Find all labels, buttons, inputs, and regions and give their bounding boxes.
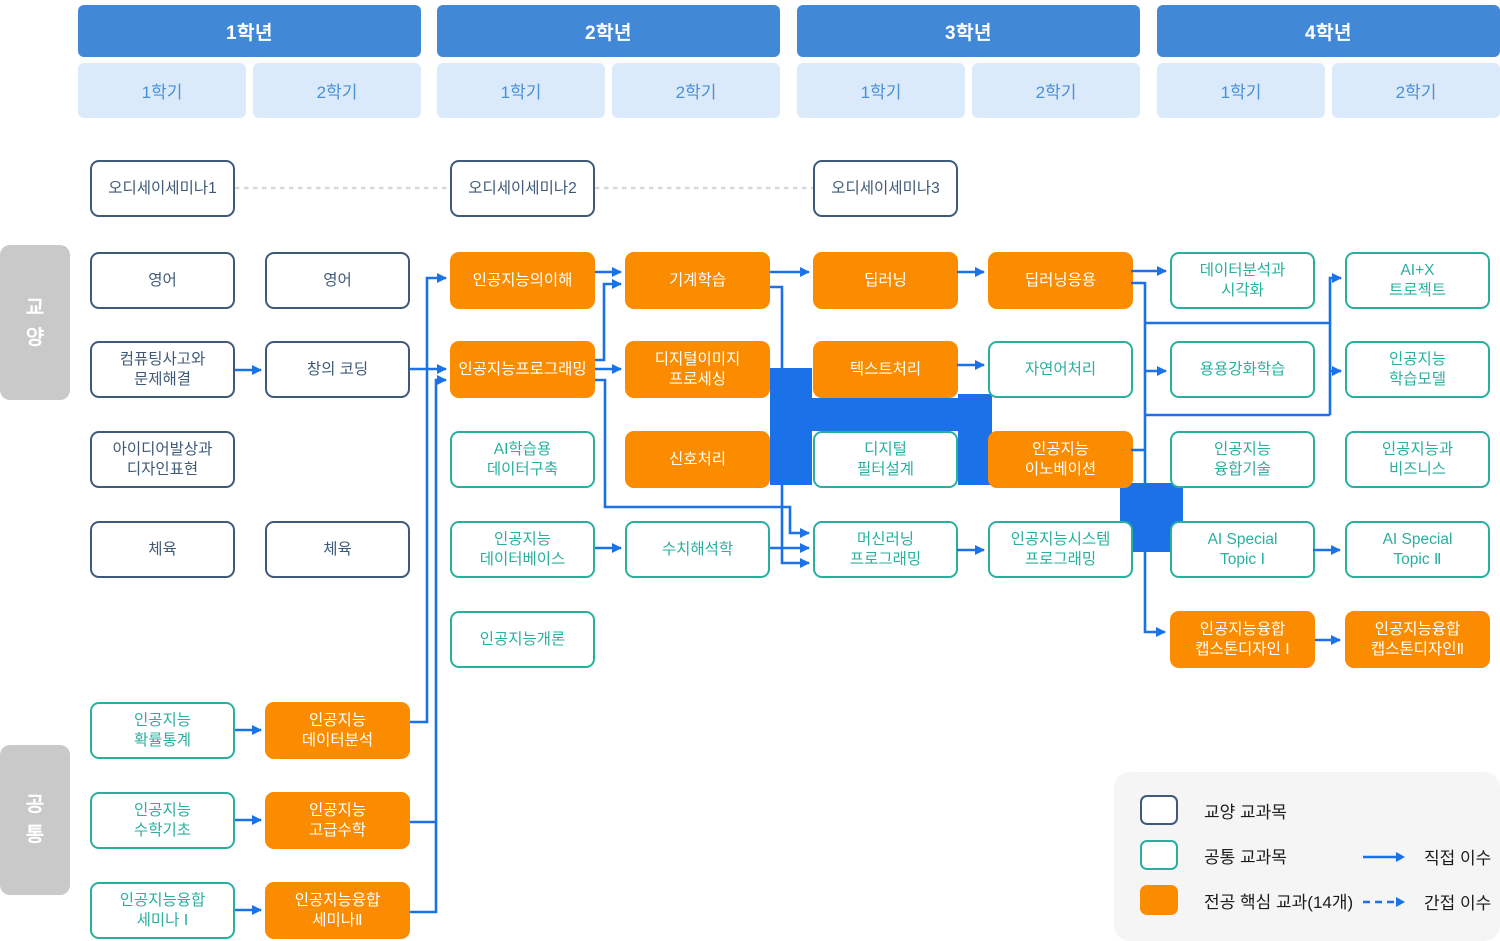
course-deep_learning: 딥러닝 <box>813 252 958 309</box>
course-aix_project: AI+X 트로젝트 <box>1345 252 1490 309</box>
major-course-swatch <box>1140 885 1178 915</box>
course-eng1: 영어 <box>90 252 235 309</box>
legend: 교양 교과목 공통 교과목 전공 핵심 교과(14개) 직접 이수 간접 이수 <box>1114 772 1500 941</box>
direct-arrow-icon <box>1363 851 1405 862</box>
course-ai_fusion_tech: 인공지능 융합기술 <box>1170 431 1315 488</box>
semester-cell-3-2: 2학기 <box>972 63 1140 118</box>
course-eng2: 영어 <box>265 252 410 309</box>
edge-aidataanalysis-aiunderstanding <box>410 273 447 724</box>
legend-item-label: 전공 핵심 교과(14개) <box>1204 892 1354 912</box>
course-pe1: 체육 <box>90 521 235 578</box>
course-data_viz: 데이터분석과 시각화 <box>1170 252 1315 309</box>
legend-item-gen: 교양 교과목 <box>1140 795 1287 825</box>
course-ai_understanding: 인공지능의이해 <box>450 252 595 309</box>
legend-item-major: 전공 핵심 교과(14개) <box>1140 885 1353 915</box>
semester-cell-4-2: 2학기 <box>1332 63 1500 118</box>
course-text_processing: 텍스트처리 <box>813 341 958 398</box>
course-ai_learning_model: 인공지능 학습모델 <box>1345 341 1490 398</box>
course-ai_database: 인공지능 데이터베이스 <box>450 521 595 578</box>
legend-arrow-indirect: 간접 이수 <box>1362 889 1491 914</box>
course-ai_special1: AI Special Topic Ⅰ <box>1170 521 1315 578</box>
course-capstone2: 인공지능융합 캡스톤디자인Ⅱ <box>1345 611 1490 668</box>
course-nlp: 자연어처리 <box>988 341 1133 398</box>
course-dl_application: 딥러닝응용 <box>988 252 1133 309</box>
course-seminar2: 인공지능융합 세미나Ⅱ <box>265 882 410 939</box>
year-header-1: 1학년 <box>78 5 421 57</box>
course-ai_innovation: 인공지능 이노베이션 <box>988 431 1133 488</box>
indirect-arrow-icon <box>1363 896 1405 907</box>
course-ai_business: 인공지능과 비즈니스 <box>1345 431 1490 488</box>
semester-cell-1-1: 1학기 <box>78 63 246 118</box>
course-ai_data_analysis: 인공지능 데이터분석 <box>265 702 410 759</box>
course-ai_intro: 인공지능개론 <box>450 611 595 668</box>
course-ai_data_building: AI학습용 데이터구축 <box>450 431 595 488</box>
legend-arrow-direct: 직접 이수 <box>1362 844 1491 869</box>
legend-item-label: 교양 교과목 <box>1204 802 1287 822</box>
course-odyssey2: 오디세이세미나2 <box>450 160 595 217</box>
course-signal_processing: 신호처리 <box>625 431 770 488</box>
course-ai_programming: 인공지능프로그래밍 <box>450 341 595 398</box>
course-advanced_math: 인공지능 고급수학 <box>265 792 410 849</box>
course-odyssey1: 오디세이세미나1 <box>90 160 235 217</box>
legend-item-common: 공통 교과목 <box>1140 840 1287 870</box>
course-math_basic: 인공지능 수학기초 <box>90 792 235 849</box>
semester-cell-2-2: 2학기 <box>612 63 780 118</box>
course-pe2: 체육 <box>265 521 410 578</box>
course-ai_system_programming: 인공지능시스템 프로그래밍 <box>988 521 1133 578</box>
gen-course-swatch <box>1140 795 1178 825</box>
course-digital_image: 디지털이미지 프로세싱 <box>625 341 770 398</box>
course-ai_special2: AI Special Topic Ⅱ <box>1345 521 1490 578</box>
course-comp_thinking: 컴퓨팅사고와 문제해결 <box>90 341 235 398</box>
legend-arrow-label: 직접 이수 <box>1424 849 1492 868</box>
course-machine_learning: 기계학습 <box>625 252 770 309</box>
semester-cell-1-2: 2학기 <box>253 63 421 118</box>
course-applied_rl: 용용강화학습 <box>1170 341 1315 398</box>
edge-dlapplication-capstone1-trunk <box>1131 281 1166 637</box>
course-seminar1: 인공지능융합 세미나 Ⅰ <box>90 882 235 939</box>
common-course-swatch <box>1140 840 1178 870</box>
course-prob_stat: 인공지능 확률통계 <box>90 702 235 759</box>
year-header-2: 2학년 <box>437 5 780 57</box>
course-idea_design: 아이디어발상과 디자인표현 <box>90 431 235 488</box>
semester-cell-4-1: 1학기 <box>1157 63 1325 118</box>
year-header-3: 3학년 <box>797 5 1140 57</box>
connector-bundle <box>958 394 992 485</box>
semester-cell-2-1: 1학기 <box>437 63 605 118</box>
legend-arrow-label: 간접 이수 <box>1424 894 1492 913</box>
edge-seminar2-aiprogramming <box>410 375 447 914</box>
course-creative_coding: 창의 코딩 <box>265 341 410 398</box>
year-header-4: 4학년 <box>1157 5 1500 57</box>
course-odyssey3: 오디세이세미나3 <box>813 160 958 217</box>
course-digital_filter: 디지털 필터설계 <box>813 431 958 488</box>
semester-cell-3-1: 1학기 <box>797 63 965 118</box>
course-capstone1: 인공지능융합 캡스톤디자인 Ⅰ <box>1170 611 1315 668</box>
course-ml_programming: 머신러닝 프로그래밍 <box>813 521 958 578</box>
course-numerical_analysis: 수치해석학 <box>625 521 770 578</box>
edge-branch-aixproject <box>1328 273 1342 415</box>
edge-aiprogramming-machinelearning <box>595 279 622 362</box>
legend-item-label: 공통 교과목 <box>1204 847 1287 867</box>
